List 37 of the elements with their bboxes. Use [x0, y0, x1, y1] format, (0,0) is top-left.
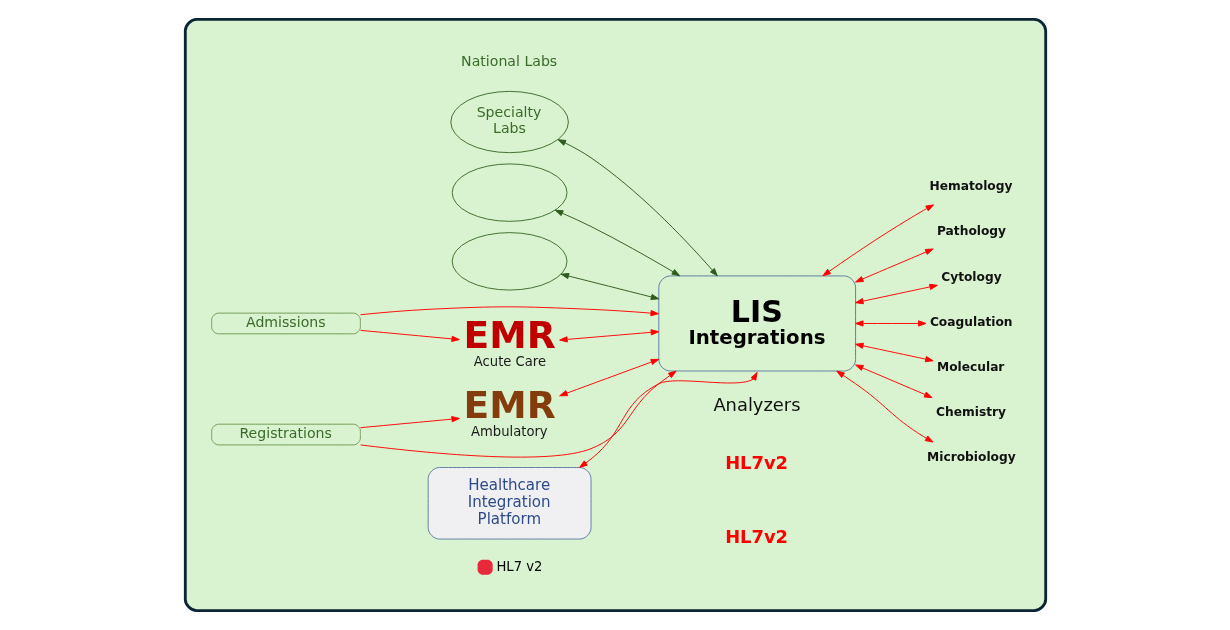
node-text: Molecular [936, 359, 1004, 374]
arrow [854, 364, 933, 398]
arrow [560, 272, 659, 300]
arrow [558, 329, 659, 343]
arrow [835, 370, 933, 443]
arrow [359, 329, 460, 342]
node-cloud [451, 232, 567, 291]
arrow [557, 139, 718, 277]
label: National Labs [460, 53, 557, 70]
node-box: Registrations [210, 423, 361, 446]
arrow [359, 306, 659, 317]
arrow [359, 370, 677, 458]
arrow [359, 416, 460, 429]
legend-label: HL7 v2 [495, 558, 542, 574]
arrow [558, 358, 659, 397]
node-text: Coagulation [929, 314, 1013, 329]
node-box: Admissions [210, 312, 361, 335]
arrow [854, 283, 938, 305]
label: HL7v2 [724, 452, 788, 474]
node-text: Pathology [936, 224, 1006, 239]
node-text: EMR Ambulatory [462, 382, 556, 439]
arrow [578, 371, 758, 468]
arrow [854, 320, 926, 327]
node-text: Cytology [940, 269, 1002, 284]
node-text: Chemistry [935, 405, 1006, 420]
node-text: Microbiology [926, 450, 1016, 465]
arrow [822, 204, 934, 277]
arrow [854, 342, 934, 363]
node-box: LIS Integrations [657, 275, 856, 372]
cluster [183, 18, 1047, 612]
node-box: Healthcare Integration Platform [427, 467, 591, 540]
node-text: Hematology [928, 179, 1012, 194]
node-text: EMR Acute Care [462, 312, 556, 370]
arrow [554, 209, 680, 277]
arrow [854, 248, 934, 283]
label: HL7v2 [724, 525, 788, 547]
label: Analyzers [712, 393, 801, 415]
